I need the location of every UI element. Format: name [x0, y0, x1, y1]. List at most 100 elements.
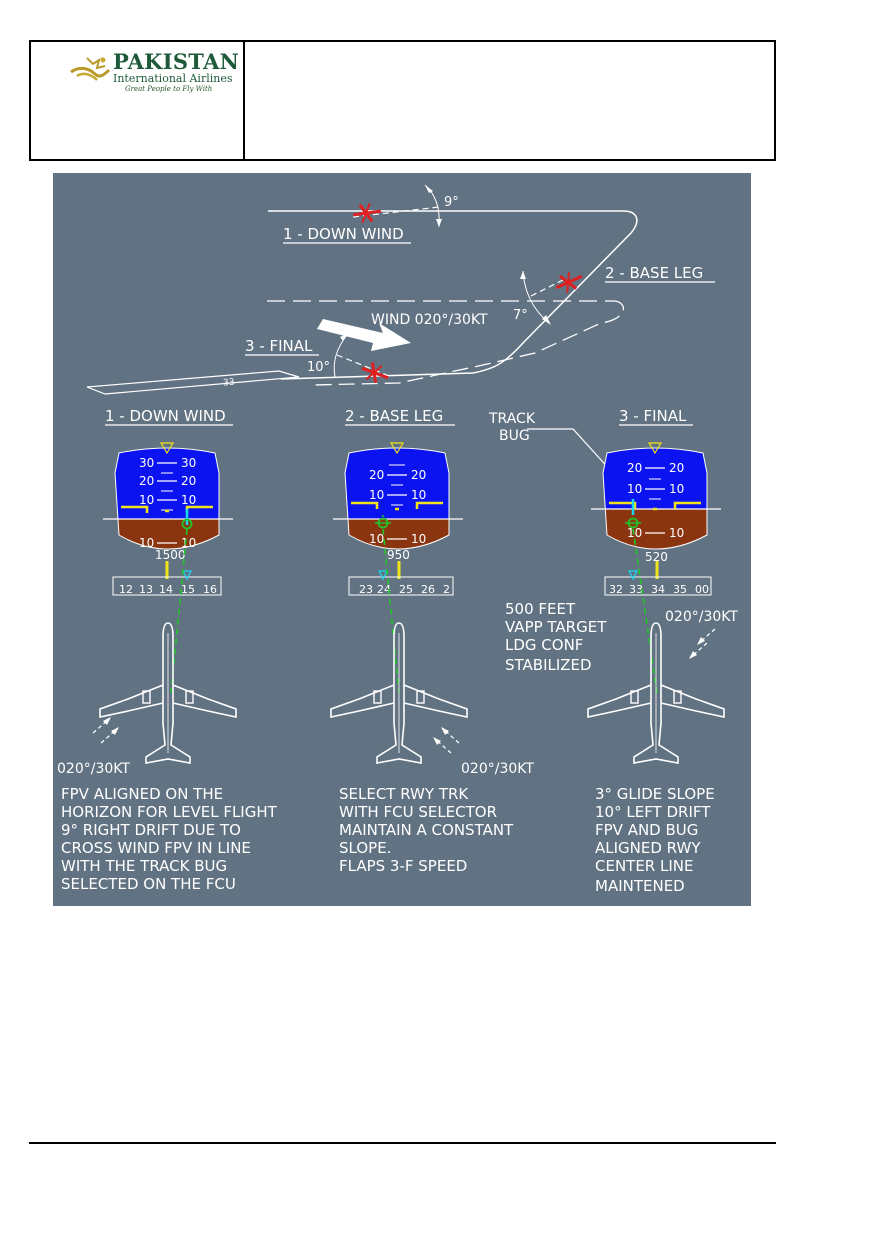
aircraft-symbol-icon [609, 501, 701, 509]
pia-logo-icon [70, 57, 111, 81]
note-line: FLAPS 3-F SPEED [339, 857, 467, 875]
approach-figure: 33 1 - DOWN WIND 9° 2 - BASE LEG 7° WIND… [53, 173, 751, 906]
pitch-label: 20 [139, 474, 154, 488]
pitch-label: 10 [139, 536, 154, 550]
heading-tick-label: 33 [629, 583, 643, 596]
pitch-label: 20 [669, 461, 684, 475]
note-line: 9° RIGHT DRIFT DUE TO [61, 821, 241, 839]
roll-pointer-icon [389, 442, 405, 455]
runway-mark: 33 [223, 378, 235, 389]
note-line: FPV ALIGNED ON THE [61, 785, 223, 803]
roll-pointer-icon [647, 442, 663, 455]
final-label: 3 - FINAL [245, 337, 313, 355]
logo-tagline: Great People to Fly With [125, 85, 213, 93]
document-header: PAKISTAN International Airlines Great Pe… [29, 40, 776, 161]
note-line: MAINTAIN A CONSTANT [339, 821, 514, 839]
note-line: ALIGNED RWY [595, 839, 701, 857]
note-line: WITH THE TRACK BUG [61, 857, 227, 875]
heading-tick-label: 25 [399, 583, 413, 596]
pitch-label: 30 [139, 456, 154, 470]
heading-tick-label: 15 [181, 583, 195, 596]
pitch-label: 10 [181, 536, 196, 550]
downwind-label: 1 - DOWN WIND [283, 225, 404, 243]
wind-readout: 020°/30KT [665, 609, 738, 625]
panel-downwind: 1 - DOWN WIND 30 30 20 20 10 10 10 10 15… [57, 407, 278, 893]
downwind-angle: 9° [444, 195, 459, 210]
pitch-label: 10 [411, 532, 426, 546]
panel-title: 3 - FINAL [619, 407, 687, 425]
altitude-readout: 950 [387, 548, 410, 562]
note-line: FPV AND BUG [595, 821, 698, 839]
heading-tick-label: 26 [421, 583, 435, 596]
aircraft-base-icon [551, 266, 587, 298]
pitch-label: 10 [139, 493, 154, 507]
note-line: WITH FCU SELECTOR [339, 803, 497, 821]
heading-tick-label: 12 [119, 583, 133, 596]
note-line: CROSS WIND FPV IN LINE [61, 839, 251, 857]
aircraft-icon [587, 622, 725, 764]
panel-base-leg: 2 - BASE LEG 20 20 10 10 10 10 950 23 24 [330, 407, 534, 875]
heading-tick-label: 16 [203, 583, 217, 596]
note-line: SELECT RWY TRK [339, 785, 469, 803]
pitch-label: 10 [411, 488, 426, 502]
approach-diagram: 33 1 - DOWN WIND 9° 2 - BASE LEG 7° WIND… [57, 184, 738, 895]
note-line: HORIZON FOR LEVEL FLIGHT [61, 803, 278, 821]
aircraft-icon [330, 622, 468, 764]
pitch-label: 10 [627, 482, 642, 496]
heading-tick-label: 13 [139, 583, 153, 596]
heading-scale: 12 13 14 15 16 [112, 576, 222, 596]
note-line: SELECTED ON THE FCU [61, 875, 236, 893]
footer-rule [29, 1142, 776, 1144]
aircraft-icon [99, 622, 237, 764]
heading-scale: 23 24 25 26 2 [348, 576, 454, 596]
final-angle: 10° [307, 360, 330, 375]
base-angle: 7° [513, 308, 528, 323]
stabilized-line: LDG CONF [505, 636, 583, 654]
heading-tick-label: 32 [609, 583, 623, 596]
heading-tick-label: 00 [695, 583, 709, 596]
pitch-label: 20 [627, 461, 642, 475]
note-line: SLOPE. [339, 839, 391, 857]
wind-readout: 020°/30KT [57, 761, 130, 777]
pitch-label: 20 [411, 468, 426, 482]
pitch-label: 30 [181, 456, 196, 470]
heading-scale: 32 33 34 35 00 [604, 576, 712, 596]
heading-tick-label: 23 [359, 583, 373, 596]
altitude-readout: 1500 [155, 548, 186, 562]
pitch-label: 10 [181, 493, 196, 507]
track-bug-label: TRACK [488, 411, 536, 427]
pitch-label: 20 [181, 474, 196, 488]
wind-readout: 020°/30KT [461, 761, 534, 777]
track-bug-label: BUG [499, 428, 530, 444]
panel-final: 3 - FINAL TRACK BUG 20 20 10 10 10 10 52… [488, 407, 738, 895]
altitude-readout: 520 [645, 550, 668, 564]
roll-pointer-icon [159, 442, 175, 455]
panel-title: 1 - DOWN WIND [105, 407, 226, 425]
heading-tick-label: 24 [377, 583, 391, 596]
heading-tick-label: 2 [443, 583, 450, 596]
aircraft-final-icon [357, 358, 393, 388]
heading-tick-label: 14 [159, 583, 173, 596]
heading-tick-label: 34 [651, 583, 665, 596]
note-line: 10° LEFT DRIFT [595, 803, 711, 821]
wind-arrow-icon [317, 319, 411, 351]
logo-text: PAKISTAN International Airlines Great Pe… [113, 51, 239, 93]
pitch-label: 10 [627, 526, 642, 540]
pitch-label: 10 [669, 482, 684, 496]
aircraft-downwind-icon [350, 200, 384, 226]
pitch-label: 20 [369, 468, 384, 482]
note-line: 3° GLIDE SLOPE [595, 785, 715, 803]
aircraft-symbol-icon [351, 501, 443, 509]
wind-label: WIND 020°/30KT [371, 312, 488, 328]
logo-subtitle: International Airlines [113, 72, 233, 85]
pitch-label: 10 [669, 526, 684, 540]
heading-tick-label: 35 [673, 583, 687, 596]
note-line: CENTER LINE [595, 857, 693, 875]
traffic-pattern: 33 1 - DOWN WIND 9° 2 - BASE LEG 7° WIND… [86, 184, 715, 395]
base-leg-label: 2 - BASE LEG [605, 264, 703, 282]
stabilized-line: VAPP TARGET [505, 618, 607, 636]
stabilized-line: 500 FEET [505, 600, 576, 618]
stabilized-line: STABILIZED [505, 656, 592, 674]
panel-title: 2 - BASE LEG [345, 407, 443, 425]
fpv-icon [181, 518, 193, 530]
